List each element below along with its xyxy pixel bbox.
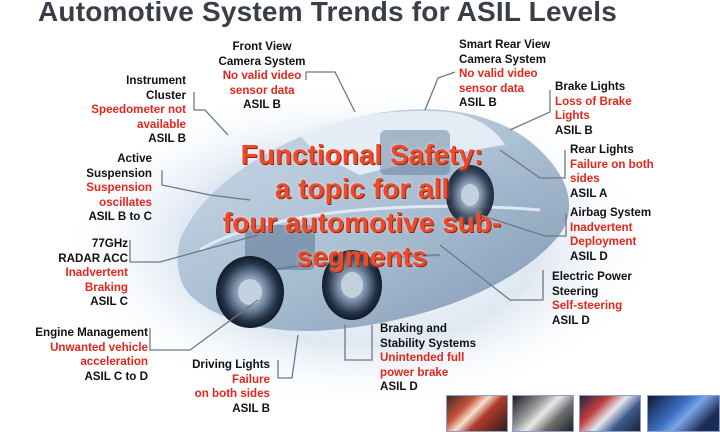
thumbnail-image: [579, 395, 641, 432]
label-rear-lights: Rear Lights Failure on both sides ASIL A: [570, 143, 654, 200]
thumbnail-image: [446, 395, 508, 432]
center-line: Functional Safety:: [240, 139, 484, 170]
thumbnail-image: [647, 395, 720, 432]
leader-lines: [129, 71, 567, 379]
center-line: segments: [296, 241, 428, 272]
label-instrument-cluster: Instrument Cluster Speedometer not avail…: [91, 74, 186, 145]
label-driving-lights: Driving Lights Failure on both sides ASI…: [192, 358, 270, 415]
label-electric-power-steering: Electric Power Steering Self-steering AS…: [552, 270, 632, 327]
center-line: a topic for all: [274, 173, 450, 204]
thumbnail-image: [512, 395, 574, 432]
page-title: Automotive System Trends for ASIL Levels: [38, 0, 618, 27]
center-line: four automotive sub-: [222, 207, 502, 238]
center-headline: Functional Safety: a topic for all four …: [202, 138, 522, 274]
label-active-suspension: Active Suspension Suspension oscillates …: [86, 152, 152, 223]
label-braking-stability: Braking and Stability Systems Unintended…: [380, 322, 477, 393]
label-brake-lights: Brake Lights Loss of Brake Lights ASIL B: [555, 80, 632, 137]
label-front-view-camera: Front View Camera System No valid video …: [218, 40, 306, 111]
label-engine-management: Engine Management Unwanted vehicle accel…: [35, 326, 148, 383]
label-radar-acc: 77GHz RADAR ACC Inadvertent Braking ASIL…: [58, 237, 128, 308]
label-smart-rear-camera: Smart Rear View Camera System No valid v…: [459, 38, 551, 109]
label-airbag-system: Airbag System Inadvertent Deployment ASI…: [570, 206, 652, 263]
